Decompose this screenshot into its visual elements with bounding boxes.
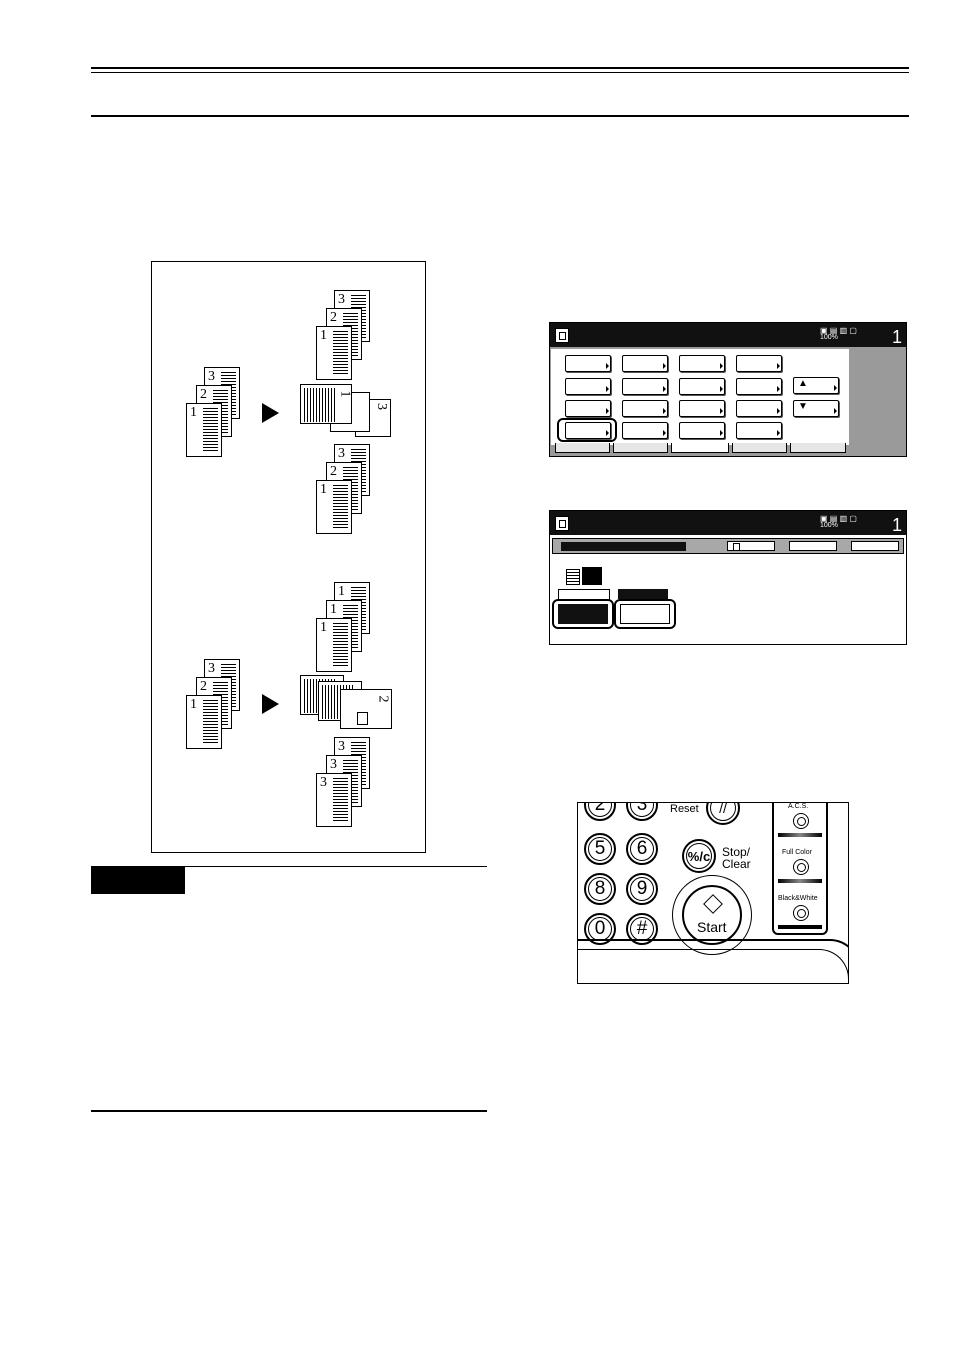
sort-offset-figure: 3 2 1 3 2 1 3 2 1 3 2 1 3 2 1 1 1 1 2 3 [151, 261, 426, 853]
function-button[interactable] [736, 355, 782, 372]
full-color-button[interactable] [793, 859, 809, 875]
acs-label: A.C.S. [788, 803, 809, 810]
close-button[interactable] [851, 541, 899, 551]
key-5[interactable]: 5 [584, 833, 616, 865]
function-button[interactable] [679, 355, 725, 372]
touch-panel-2: ▣ ▤ ▥ ▢ 100% 1 [549, 510, 907, 645]
header-rule-thin [91, 72, 909, 73]
arrow-right-icon [262, 694, 279, 714]
function-button[interactable] [622, 422, 668, 439]
acs-button[interactable] [793, 813, 809, 829]
stop-label: Stop/ [722, 845, 751, 859]
panel-edge-curve [578, 939, 848, 983]
function-area: ▲ ▼ [551, 349, 849, 445]
note-rule-top [91, 866, 487, 867]
result-stack-b-top: 1 1 1 [316, 582, 376, 672]
function-button[interactable] [565, 355, 611, 372]
register-button[interactable] [727, 541, 775, 551]
result-stack-a-top: 3 2 1 [316, 290, 376, 380]
original-stack-b: 3 2 1 [186, 659, 246, 749]
tab[interactable] [671, 443, 729, 453]
on-option-button[interactable] [620, 604, 670, 624]
function-button[interactable] [565, 400, 611, 417]
sort-offset-button[interactable] [565, 422, 611, 439]
tab[interactable] [613, 443, 668, 453]
copy-icon [555, 328, 569, 343]
selected-highlight [557, 418, 617, 442]
start-key-ring [672, 875, 752, 955]
zoom-readout: 100% [820, 522, 838, 529]
full-color-label: Full Color [782, 849, 812, 856]
tab[interactable] [790, 443, 846, 453]
key-8[interactable]: 8 [584, 873, 616, 905]
off-option-highlight [552, 599, 614, 629]
up-arrow-icon: ▲ [798, 378, 808, 389]
panel-status-bar: ▣ ▤ ▥ ▢ 100% 1 [550, 511, 906, 535]
zoom-readout: 100% [820, 334, 838, 341]
on-option-highlight [614, 599, 676, 629]
title-bar-gray [552, 538, 904, 554]
reset-key[interactable]: // [706, 803, 740, 825]
copy-counter: 1 [892, 515, 903, 535]
key-2[interactable]: 2 [584, 803, 616, 821]
option-label-off [558, 589, 610, 600]
reset-label: Reset [670, 803, 699, 815]
sort-offset-icon [566, 567, 604, 587]
stop-clear-key[interactable]: %/c [682, 839, 716, 873]
key-9[interactable]: 9 [626, 873, 658, 905]
scroll-down-button[interactable]: ▼ [793, 400, 839, 417]
down-arrow-icon: ▼ [798, 401, 808, 412]
start-diamond-icon [703, 894, 723, 914]
key-6[interactable]: 6 [626, 833, 658, 865]
indicator-bar [778, 879, 822, 883]
function-button[interactable] [736, 378, 782, 395]
start-key[interactable]: Start [682, 885, 742, 945]
panel-status-bar: 100% ▣ ▤ ▥ ▢ 1 [550, 323, 906, 347]
tab[interactable] [732, 443, 787, 453]
option-label-on [618, 589, 668, 599]
original-stack-a: 3 2 1 [186, 367, 246, 457]
note-label-block [91, 866, 185, 894]
function-button[interactable] [622, 400, 668, 417]
function-button[interactable] [565, 378, 611, 395]
clear-label: Clear [722, 857, 751, 871]
paper-size-icon: ▣ ▤ ▥ ▢ [820, 514, 857, 523]
arrow-right-icon [262, 403, 279, 423]
copy-counter: 1 [892, 327, 903, 347]
bw-label: Black&White [778, 895, 818, 902]
function-button[interactable] [736, 400, 782, 417]
touch-panel-1: 100% ▣ ▤ ▥ ▢ 1 ▲ ▼ [549, 322, 907, 457]
function-button[interactable] [736, 422, 782, 439]
tab[interactable] [555, 443, 610, 453]
result-stack-a-bottom: 3 2 1 [316, 444, 376, 534]
key-3[interactable]: 3 [626, 803, 658, 821]
function-button[interactable] [679, 400, 725, 417]
indicator-bar [778, 925, 822, 929]
panel-edge-curve-inner [578, 949, 848, 983]
indicator-bar [778, 833, 822, 837]
result-stack-a-rotated: 3 2 1 [300, 384, 395, 440]
note-rule-bottom [91, 1110, 487, 1112]
function-button[interactable] [622, 378, 668, 395]
operation-panel-illustration: 2 3 Reset // 5 6 %/c Stop/ Clear 8 9 0 #… [577, 802, 849, 984]
paper-size-icon: ▣ ▤ ▥ ▢ [820, 326, 857, 335]
scroll-up-button[interactable]: ▲ [793, 377, 839, 394]
copy-icon [555, 516, 569, 531]
result-stack-b-rotated: 2 [300, 675, 395, 733]
off-option-button[interactable] [558, 604, 608, 624]
black-white-button[interactable] [793, 905, 809, 921]
function-button[interactable] [622, 355, 668, 372]
result-stack-b-bottom: 3 3 3 [316, 737, 376, 827]
back-button[interactable] [789, 541, 837, 551]
screen-title-block [561, 542, 686, 551]
header-rule-top [91, 67, 909, 69]
color-mode-panel: A.C.S. Full Color Black&White [772, 803, 828, 935]
function-button[interactable] [679, 422, 725, 439]
function-button[interactable] [679, 378, 725, 395]
header-rule-bottom [91, 115, 909, 117]
start-label: Start [697, 919, 727, 935]
